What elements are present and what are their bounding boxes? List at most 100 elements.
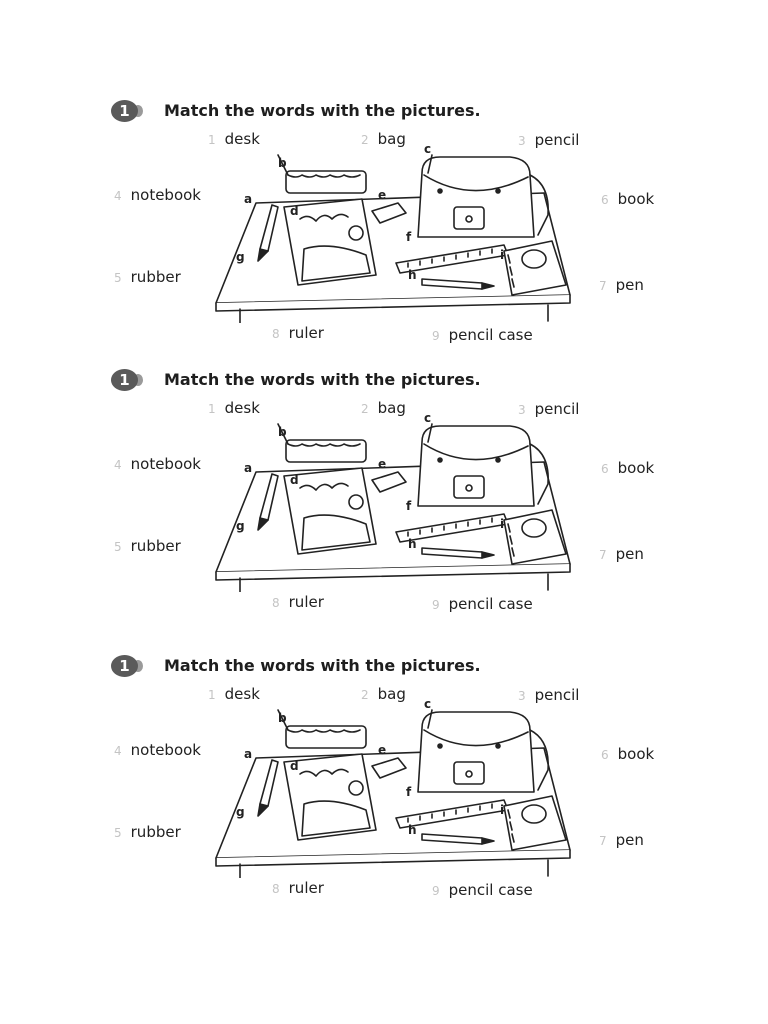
exercise-number-badge: 1 (111, 655, 143, 677)
word-number: 5 (114, 271, 122, 285)
desk-illustration: b c a d e f g h i (212, 414, 584, 592)
word-label: ruler (288, 324, 324, 342)
word-number: 8 (272, 882, 280, 896)
word-number: 7 (599, 279, 607, 293)
word-number: 9 (432, 598, 440, 612)
picture-letter-c: c (424, 414, 431, 425)
exercise-instruction: Match the words with the pictures. (164, 101, 481, 120)
word-label: book (617, 745, 655, 763)
picture-letter-h: h (408, 537, 417, 551)
word-label: notebook (130, 455, 201, 473)
notebook-drawing (283, 198, 377, 286)
word-label: ruler (288, 879, 324, 897)
rubber-drawing (371, 202, 407, 224)
word-number: 1 (208, 133, 216, 147)
notebook-drawing (283, 467, 377, 555)
word-item-bag: 2 bag (361, 399, 406, 417)
bag-drawing (417, 425, 549, 507)
word-number: 7 (599, 834, 607, 848)
word-number: 5 (114, 826, 122, 840)
exercise-number: 1 (119, 371, 130, 389)
picture-letter-d: d (290, 473, 299, 487)
picture-letter-d: d (290, 759, 299, 773)
word-item-ruler: 8 ruler (272, 879, 324, 897)
word-label: bag (377, 685, 406, 703)
word-item-pencil-case: 9 pencil case (432, 326, 533, 344)
word-number: 1 (208, 688, 216, 702)
picture-letter-e: e (378, 457, 386, 471)
picture-letter-b: b (278, 711, 287, 725)
picture-letter-d: d (290, 204, 299, 218)
word-number: 8 (272, 327, 280, 341)
picture-letter-b: b (278, 156, 287, 170)
word-number: 8 (272, 596, 280, 610)
word-label: pencil case (448, 595, 533, 613)
word-item-ruler: 8 ruler (272, 324, 324, 342)
exercise-number: 1 (119, 657, 130, 675)
word-number: 4 (114, 189, 122, 203)
word-number: 2 (361, 402, 369, 416)
word-label: rubber (130, 268, 181, 286)
word-label: desk (224, 399, 260, 417)
picture-letter-g: g (236, 805, 245, 819)
word-label: pencil case (448, 326, 533, 344)
exercise-number: 1 (119, 102, 130, 120)
picture-letter-i: i (500, 803, 504, 817)
word-number: 5 (114, 540, 122, 554)
picture-letter-f: f (406, 230, 412, 244)
book-drawing (503, 795, 567, 851)
bag-drawing (417, 156, 549, 238)
word-label: pencil (534, 400, 580, 418)
picture-letter-g: g (236, 519, 245, 533)
pen-drawing (257, 473, 279, 531)
word-number: 3 (518, 403, 526, 417)
rubber-drawing (371, 757, 407, 779)
exercise-number-badge: 1 (111, 100, 143, 122)
word-label: bag (377, 399, 406, 417)
picture-letter-e: e (378, 188, 386, 202)
picture-letter-i: i (500, 248, 504, 262)
word-item-rubber: 5 rubber (114, 823, 181, 841)
word-number: 9 (432, 884, 440, 898)
picture-letter-b: b (278, 425, 287, 439)
word-label: book (617, 190, 655, 208)
pencil-case-drawing (285, 439, 367, 463)
word-number: 6 (601, 193, 609, 207)
desk-illustration: b c a d e f g h i (212, 700, 584, 878)
word-number: 6 (601, 462, 609, 476)
word-number: 4 (114, 744, 122, 758)
word-label: pencil (534, 131, 580, 149)
desk-illustration: b c a d e f g h i (212, 145, 584, 323)
word-item-rubber: 5 rubber (114, 268, 181, 286)
rubber-drawing (371, 471, 407, 493)
word-label: rubber (130, 823, 181, 841)
word-item-desk: 1 desk (208, 685, 260, 703)
word-label: desk (224, 685, 260, 703)
word-label: book (617, 459, 655, 477)
pencil-case-drawing (285, 725, 367, 749)
word-label: pencil case (448, 881, 533, 899)
word-label: pencil (534, 686, 580, 704)
word-item-pencil: 3 pencil (518, 400, 579, 418)
pencil-case-drawing (285, 170, 367, 194)
word-number: 6 (601, 748, 609, 762)
word-item-book: 6 book (601, 190, 654, 208)
picture-letter-a: a (244, 192, 252, 206)
word-number: 9 (432, 329, 440, 343)
picture-letters: b c a d e f g h i (236, 145, 504, 282)
picture-letter-h: h (408, 268, 417, 282)
desk-illustration-drawing: b c a d e f g h i (215, 145, 571, 323)
